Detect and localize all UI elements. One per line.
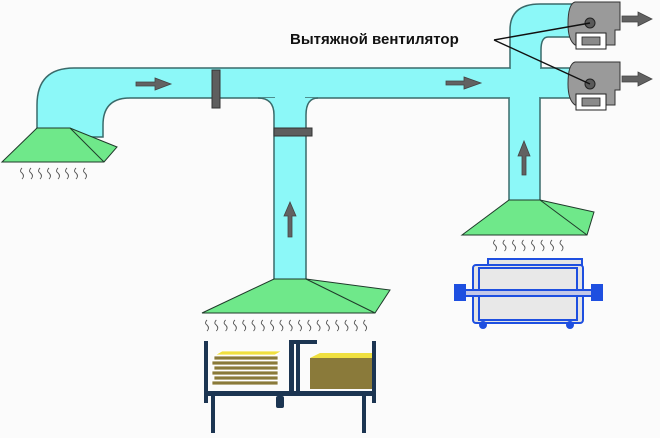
fume-squiggle: [335, 319, 340, 332]
fume-squiggle: [205, 319, 209, 332]
center-branch-duct: [257, 97, 319, 283]
damper-horizontal: [211, 69, 221, 109]
fume-squiggle: [540, 239, 545, 252]
fume-squiggle: [47, 167, 51, 180]
fume-squiggle: [56, 167, 60, 180]
fume-squiggle: [559, 239, 564, 252]
fume-squiggle: [251, 319, 256, 332]
arrow-right-icon: [621, 11, 653, 27]
fume-squiggle: [344, 319, 349, 332]
fume-squiggle: [83, 167, 87, 180]
fume-squiggle: [29, 167, 33, 180]
fume-squiggle: [363, 319, 368, 332]
fume-squiggle: [20, 167, 24, 180]
fume-squiggle: [325, 319, 330, 332]
fume-squiggle: [550, 239, 554, 252]
fume-squiggle: [316, 319, 321, 332]
fume-squiggle: [279, 319, 284, 332]
arrow-right-icon: [135, 77, 173, 91]
fume-squiggle: [502, 239, 507, 252]
arrow-up-icon: [517, 139, 531, 176]
fume-squiggle: [232, 319, 237, 332]
fume-squiggle: [353, 319, 358, 332]
arrow-right-icon: [621, 71, 653, 87]
fume-squiggle: [242, 319, 247, 332]
fume-squiggle: [512, 239, 516, 252]
exhaust-fan-bottom: [567, 61, 621, 111]
fume-squiggle: [288, 319, 293, 332]
oven: [454, 258, 603, 329]
arrow-up-icon: [283, 200, 297, 238]
fume-squiggle: [260, 319, 265, 332]
arrow-right-icon: [445, 76, 483, 90]
fume-squiggle: [65, 167, 69, 180]
fume-squiggle: [223, 319, 228, 332]
hood-right: [460, 199, 595, 236]
table-with-trays: [204, 340, 376, 433]
damper-vertical: [273, 127, 313, 137]
fan-label: Вытяжной вентилятор: [290, 31, 459, 48]
fume-squiggle: [521, 239, 526, 252]
fume-squiggle: [214, 319, 219, 332]
fume-squiggle: [493, 239, 497, 252]
fume-squiggle: [531, 239, 535, 252]
fume-squiggle: [38, 167, 42, 180]
fume-squiggle: [74, 167, 78, 180]
hood-left: [0, 127, 118, 163]
exhaust-fan-top: [567, 1, 621, 50]
hood-center: [201, 278, 391, 314]
leader-line: [493, 22, 591, 85]
fume-squiggle: [298, 319, 302, 332]
fume-squiggle: [307, 319, 312, 332]
fume-squiggle: [270, 319, 275, 332]
fumes: [20, 167, 564, 332]
